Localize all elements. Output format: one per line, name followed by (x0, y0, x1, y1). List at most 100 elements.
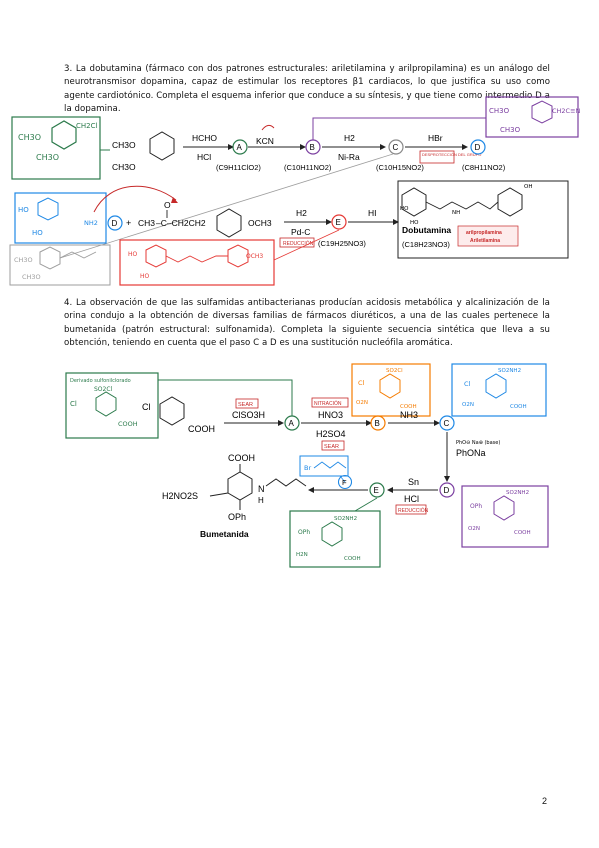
ann-ho-1: HO (18, 206, 29, 214)
ann-so2nh2-d: SO2NH2 (506, 490, 529, 496)
reagent-hno3: HNO3 (318, 410, 343, 420)
reagent-hcl: HCl (197, 152, 211, 162)
ann-so2nh2-c: SO2NH2 (498, 368, 521, 374)
question-3-text: 3. La dobutamina (fármaco con dos patron… (64, 63, 550, 115)
ann-nh2-e: H2N (296, 552, 308, 558)
ann-ch3o-purple-2: CH3O (500, 126, 521, 134)
reagent-hcl: HCl (404, 494, 419, 504)
ann-pho-d: OPh (470, 503, 482, 510)
dob-ho-1: HO (400, 206, 409, 212)
veratrole-structure: CH3O CH3O (112, 131, 175, 172)
step-D-label: D (444, 486, 450, 495)
bum-h2no2s: H2NO2S (162, 491, 198, 501)
intermediate-A-label: A (237, 143, 243, 152)
dobutamine-box: HO HO OH NH Dobutamina (C18H23NO3) arilp… (397, 180, 569, 259)
formula-E: (C19H25NO3) (318, 239, 366, 248)
note-reduccion-3: REDUCCIÓN (283, 240, 314, 247)
dobutamina-name: Dobutamina (402, 225, 451, 235)
ketone-chain: –C–CH2CH2 (156, 218, 206, 228)
ann-br: Br (304, 464, 311, 472)
ann-ch3o-2: CH3O (36, 153, 59, 162)
formula-B: (C10H11NO2) (284, 163, 332, 172)
reagent-h2-b: H2 (296, 208, 307, 218)
formula-C: (C10H15NO2) (376, 163, 424, 172)
label-ariletilamina: Ariletilamina (470, 238, 500, 244)
note-reduccion-4: REDUCCIÓN (398, 507, 429, 514)
red-och3: OCH3 (246, 253, 263, 260)
annotation-green-box: CH3O CH3O CH2Cl (11, 116, 101, 180)
formula-dobutamina: (C18H23NO3) (402, 240, 450, 249)
step-B-label: B (375, 419, 380, 428)
ann-cooh-e: COOH (344, 556, 361, 562)
reagent-hbr: HBr (428, 133, 443, 143)
annotation-gray-box: CH3O CH3O (9, 244, 111, 286)
ann-ch2cn: CH2C≡N (552, 107, 581, 115)
red-ho-1: HO (128, 251, 138, 258)
reagent-h2: H2 (344, 133, 355, 143)
annotation-blue-box-F: Br (299, 455, 349, 477)
ann-ch3o-purple: CH3O (489, 107, 510, 115)
start-cooh: COOH (188, 424, 215, 434)
ketone-o: O (164, 200, 171, 210)
annotation-blue-box-dopamine: HO HO NH2 (14, 192, 107, 244)
och3-top-label: CH3O (112, 140, 136, 150)
question-4-text: 4. La observación de que las sulfamidas … (64, 297, 550, 349)
intermediate-D-label: D (475, 143, 481, 152)
reagent-phona: PhONa (456, 448, 486, 458)
ann-cl-c: Cl (464, 380, 471, 388)
step-A-label: A (289, 419, 295, 428)
step-F-label: F (342, 478, 347, 487)
ketone-structure: CH3 –C–CH2CH2 O OCH3 (138, 200, 272, 238)
start-cl: Cl (142, 402, 151, 412)
reagent-D-label: D (112, 219, 118, 228)
ann-clorosulf: Derivado sulfonilclorado (70, 378, 131, 384)
dob-nh: NH (452, 210, 460, 216)
bumetanide-structure: COOH H2NO2S N H OPh Bumetanida (162, 453, 307, 539)
bum-oph: OPh (228, 512, 246, 522)
reagent-kcn: KCN (256, 136, 274, 146)
reagent-clso3h: ClSO3H (232, 410, 265, 420)
reagent-hcho: HCHO (192, 133, 217, 143)
gray-ch3o-1: CH3O (14, 256, 33, 264)
ann-so2cl-b: SO2Cl (386, 368, 403, 374)
ann-pho-e: OPh (298, 529, 310, 536)
ann-no2-b: O2N (356, 400, 368, 406)
ann-cl-b: Cl (358, 379, 365, 387)
reagent-sn: Sn (408, 477, 419, 487)
ann-ch2cl: CH2Cl (76, 122, 97, 130)
formula-A: (C9H11ClO2) (216, 163, 261, 172)
note-sear-1: SEAR (238, 402, 253, 408)
note-desproteccion: DESPROTECCIÓN DEL GRUPO (422, 152, 481, 157)
dob-ho-2: HO (410, 220, 419, 226)
ann-ch3o-1: CH3O (18, 133, 41, 142)
bum-n: N (258, 484, 265, 494)
annotation-blue-box-C: Cl SO2NH2 O2N COOH (451, 363, 547, 417)
ann-cooh-a: COOH (118, 420, 138, 428)
ann-no2-d: O2N (468, 526, 480, 532)
bumetanida-name: Bumetanida (200, 529, 249, 539)
note-pho-na: PhO⊖ Na⊕ (base) (456, 440, 500, 446)
intermediate-C-label: C (393, 143, 399, 152)
annotation-purple-box-D: OPh SO2NH2 O2N COOH (461, 485, 549, 548)
ann-cooh-b: COOH (400, 404, 417, 410)
ann-so2cl: SO2Cl (94, 386, 113, 393)
step-E-label: E (374, 486, 379, 495)
red-ho-2: HO (140, 273, 150, 280)
ann-so2nh2-e: SO2NH2 (334, 516, 357, 522)
och3-bot-label: CH3O (112, 162, 136, 172)
reagent-hi: HI (368, 208, 377, 218)
reagent-pdc: Pd-C (291, 227, 310, 237)
label-arilpropilamina: arilpropilamina (466, 230, 502, 236)
intermediate-B-label: B (310, 143, 315, 152)
dob-oh: OH (524, 184, 532, 190)
bum-h: H (258, 496, 264, 505)
ann-nh2: NH2 (84, 219, 98, 227)
bum-cooh: COOH (228, 453, 255, 463)
annotation-orange-box-B: Cl SO2Cl O2N COOH (351, 363, 431, 417)
ann-cooh-c: COOH (510, 404, 527, 410)
page-number: 2 (541, 796, 547, 806)
ann-cl-a: Cl (70, 400, 77, 408)
step-C-label: C (444, 419, 450, 428)
